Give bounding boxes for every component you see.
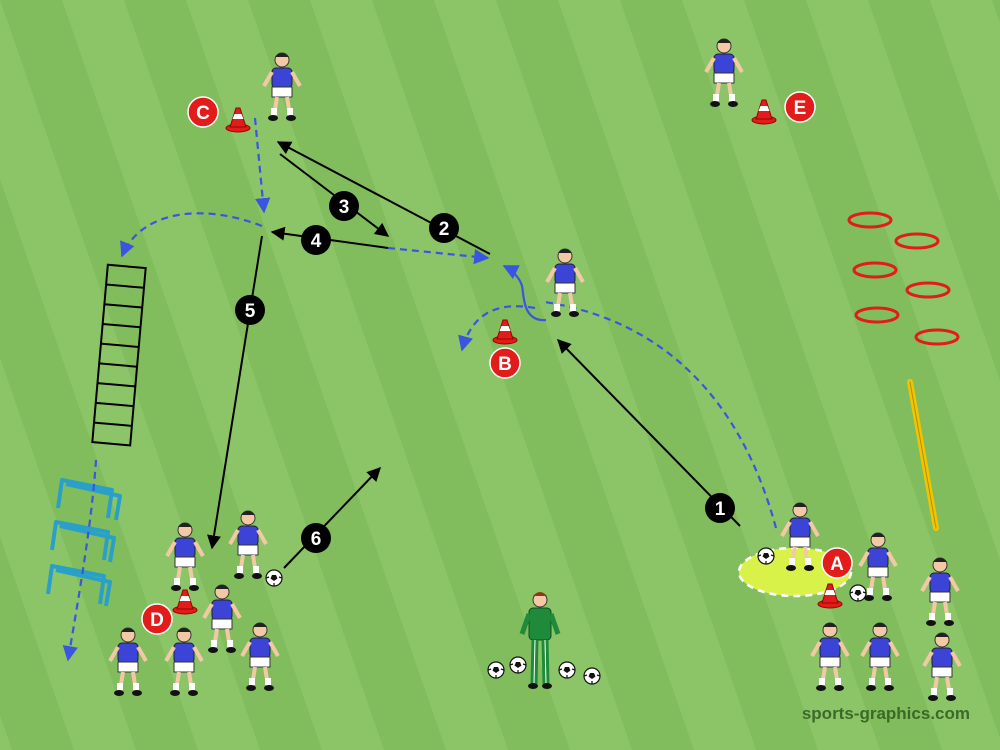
ladder-icon xyxy=(91,263,147,447)
station-marker-label: E xyxy=(794,98,807,119)
station-marker-label: C xyxy=(196,103,210,124)
step-marker-label: 5 xyxy=(245,301,256,322)
station-marker-c: C xyxy=(187,96,219,128)
station-marker-label: A xyxy=(830,554,844,575)
hurdle-icon xyxy=(46,478,122,607)
step-marker-label: 2 xyxy=(439,219,450,240)
ball-icon xyxy=(558,661,576,679)
station-marker-label: B xyxy=(498,354,512,375)
station-marker-a: A xyxy=(821,547,853,579)
station-markers: A B C D E xyxy=(141,91,853,635)
ball-icon xyxy=(757,547,775,565)
step-marker-4: 4 xyxy=(301,225,331,255)
step-markers: 1 2 3 4 5 6 xyxy=(235,191,735,553)
station-marker-b: B xyxy=(489,347,521,379)
step-marker-label: 6 xyxy=(311,529,322,550)
ball-icon xyxy=(265,569,283,587)
pass-paths xyxy=(207,141,741,569)
step-marker-3: 3 xyxy=(329,191,359,221)
step-marker-6: 6 xyxy=(301,523,331,553)
ball-icon xyxy=(487,661,505,679)
run-paths xyxy=(62,117,778,662)
curl-run xyxy=(502,265,547,322)
step-marker-label: 4 xyxy=(311,231,322,252)
step-marker-2: 2 xyxy=(429,213,459,243)
watermark: sports-graphics.com xyxy=(801,704,970,723)
ball-icon xyxy=(509,656,527,674)
ring-icon xyxy=(847,211,960,346)
ball-icon xyxy=(583,667,601,685)
step-marker-5: 5 xyxy=(235,295,265,325)
step-marker-label: 3 xyxy=(339,197,350,218)
station-marker-e: E xyxy=(784,91,816,123)
station-marker-d: D xyxy=(141,603,173,635)
coach-icon xyxy=(519,592,561,689)
step-marker-label: 1 xyxy=(715,499,726,520)
station-marker-label: D xyxy=(150,610,164,631)
step-marker-1: 1 xyxy=(705,493,735,523)
ball-icon xyxy=(849,584,867,602)
